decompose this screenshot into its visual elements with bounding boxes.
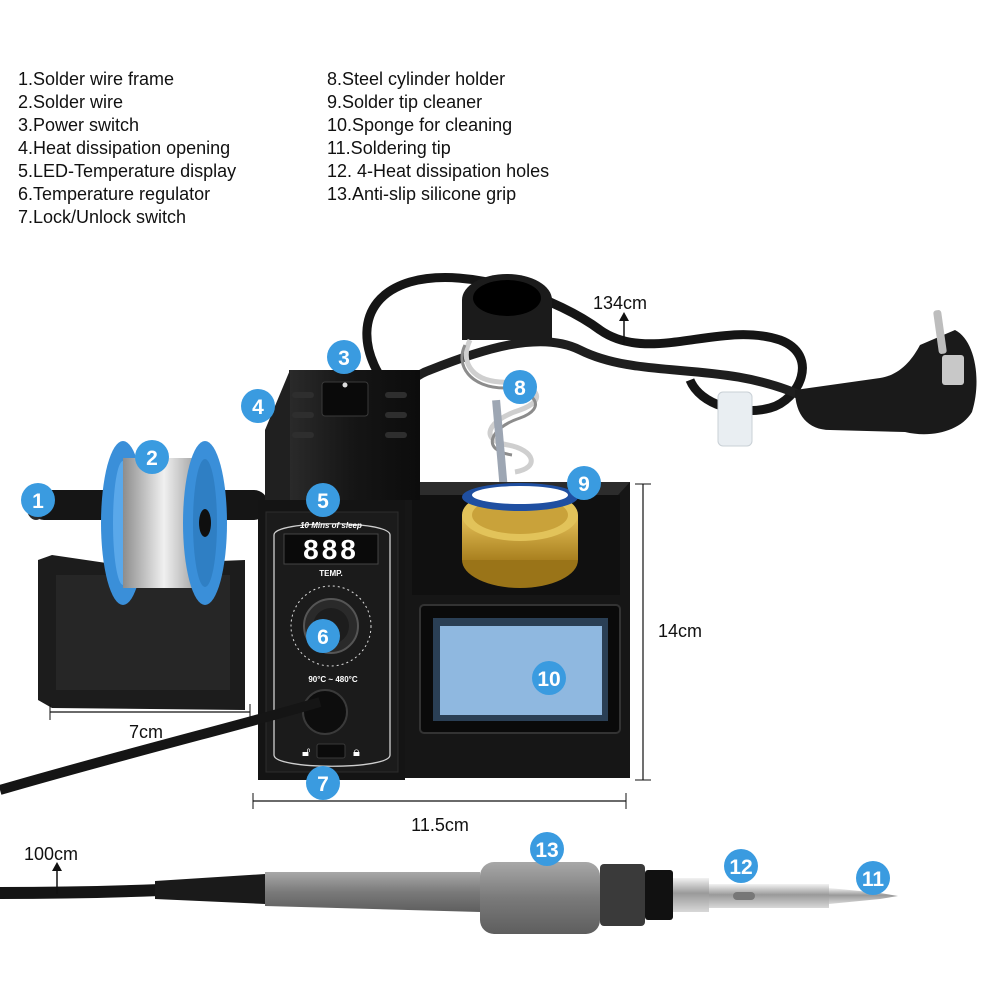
unlock-icon: 🔓︎ [302,744,310,759]
legend-left-column: 1.Solder wire frame 2.Solder wire 3.Powe… [18,68,236,229]
svg-text:11: 11 [862,868,885,891]
legend-item-9: 9.Solder tip cleaner [327,92,483,112]
svg-text:2: 2 [146,447,158,470]
legend-item-1: 1.Solder wire frame [18,69,175,89]
badge-2: 2 [135,440,169,474]
svg-text:5: 5 [317,490,329,513]
soldering-tip [829,888,898,904]
legend-item-8: 8.Steel cylinder holder [327,69,506,89]
lock-icon: 🔒︎ [353,744,360,759]
badge-12: 12 [724,849,758,883]
svg-text:7: 7 [317,773,329,796]
iron-cable [0,884,161,899]
legend-item-4: 4.Heat dissipation opening [18,138,231,158]
badge-11: 11 [856,861,890,895]
iron-connector [302,689,348,735]
arrow-head-icon [619,312,629,321]
legend-item-6: 6.Temperature regulator [18,184,211,204]
power-switch-mark [342,382,348,388]
power-cord [362,273,807,447]
led-display [283,533,379,565]
dimension-lines [49,483,651,809]
legend-item-7: 7.Lock/Unlock switch [18,207,187,227]
soldering-iron [0,862,898,934]
power-switch[interactable] [321,381,369,417]
legend-item-2: 2.Solder wire [18,92,124,112]
legend-item-12: 12. 4-Heat dissipation holes [327,161,550,181]
legend-item-13: 13.Anti-slip silicone grip [327,184,517,204]
iron-cable-station [0,697,322,795]
svg-text:8: 8 [514,377,526,400]
badge-6: 6 [306,619,340,653]
svg-text:6: 6 [317,626,329,649]
earth-clip [942,355,964,385]
temp-label: TEMP. [319,569,342,578]
badge-7: 7 [306,766,340,800]
dimension-height: 14cm [658,621,702,641]
legend-item-11: 11.Soldering tip [327,138,451,158]
callout-badges: 1 2 3 4 5 6 7 8 9 10 11 12 13 [21,340,890,895]
badge-1: 1 [21,483,55,517]
legend-right-column: 8.Steel cylinder holder 9.Solder tip cle… [327,68,549,206]
legend-item-5: 5.LED-Temperature display [18,161,237,181]
badge-9: 9 [567,466,601,500]
svg-text:13: 13 [535,839,558,862]
strain-relief [155,874,265,904]
svg-text:3: 3 [338,347,350,370]
badge-10: 10 [532,661,566,695]
cleaning-sponge [440,626,602,715]
dimension-width: 11.5cm [411,815,469,835]
svg-text:4: 4 [252,396,264,419]
heat-hole-slot [733,892,755,900]
solder-tip-cleaner [462,483,578,588]
steel-cylinder-holder [460,274,552,491]
svg-text:1: 1 [32,490,44,513]
heat-dissipation-opening [292,392,407,438]
arrow-head-icon [52,862,62,871]
svg-text:10: 10 [537,668,560,691]
led-temperature-display: 888 [303,534,359,565]
badge-4: 4 [241,389,275,423]
sleep-label: 10 Mins of sleep [300,521,362,530]
svg-text:9: 9 [578,473,590,496]
solder-wire-spool [101,441,227,605]
lock-unlock-switch[interactable] [316,743,346,759]
anti-slip-grip [480,862,600,934]
badge-8: 8 [503,370,537,404]
heat-dissipation-holes [673,878,709,912]
svg-text:12: 12 [729,856,752,879]
plug-pin [933,310,947,354]
schuko-plug [795,310,977,435]
badge-5: 5 [306,483,340,517]
iron-handle [265,872,480,912]
dial-scale [290,585,372,667]
dimension-cord-iron: 100cm [24,844,78,864]
legend-item-3: 3.Power switch [18,115,140,135]
dimension-frame-width: 7cm [129,722,163,742]
badge-3: 3 [327,340,361,374]
legend-item-10: 10.Sponge for cleaning [327,115,513,135]
cord-tag [717,391,753,447]
badge-13: 13 [530,832,564,866]
temperature-range: 90°C ~ 480°C [308,675,358,684]
dimension-cord-station: 134cm [593,293,647,313]
